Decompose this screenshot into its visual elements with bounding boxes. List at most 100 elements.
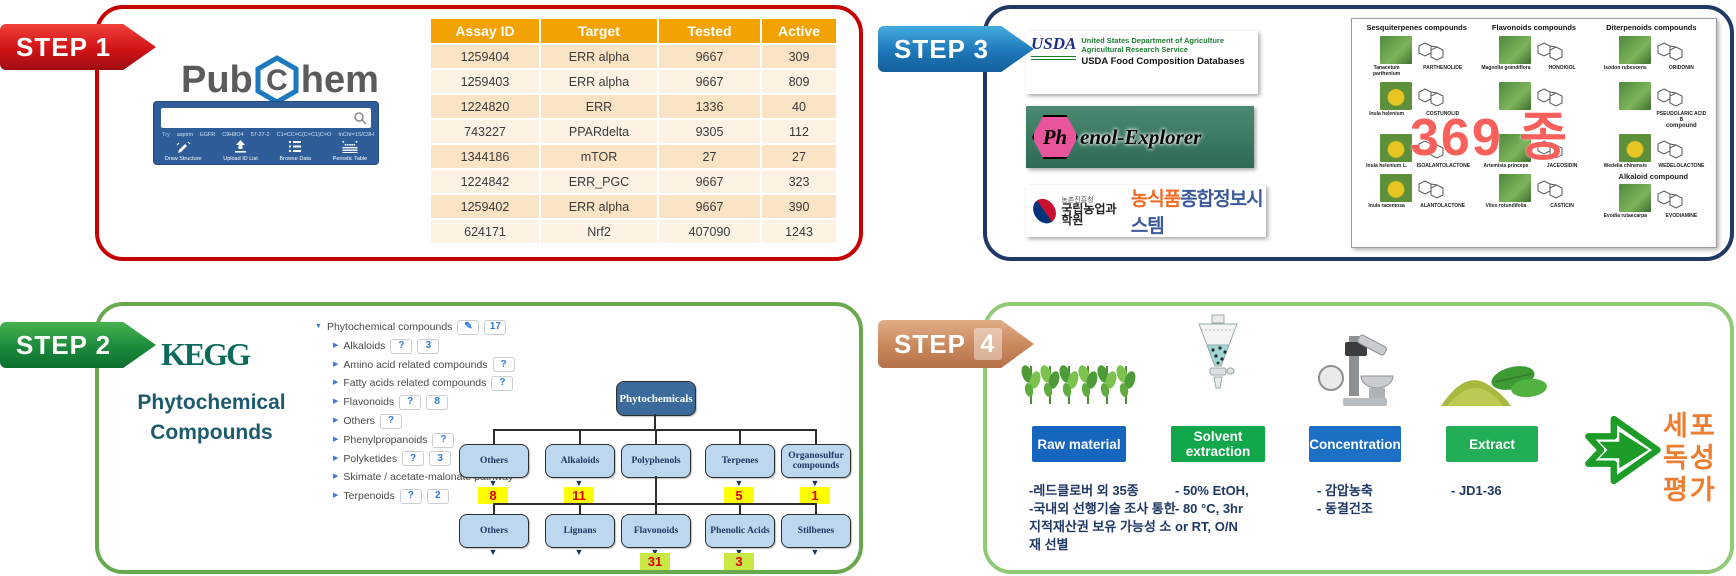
connector-line: [815, 503, 817, 514]
usda-database-title: USDA Food Composition Databases: [1081, 56, 1245, 67]
agrifood-name-orange: 농식품: [1130, 189, 1181, 210]
chevron-right-icon[interactable]: ▶: [333, 416, 339, 424]
chevron-right-icon[interactable]: ▶: [333, 341, 339, 349]
plant-name: Isodon rubescens: [1603, 65, 1647, 71]
tree-item-skimate-acetate-malonate-pathway[interactable]: ▶Skimate / acetate-malonate pathway: [315, 468, 515, 487]
plant-name: Artemisia princeps: [1483, 163, 1529, 169]
stage-label-raw-material: Raw material: [1032, 426, 1126, 462]
assay-cell: ERR alpha: [541, 45, 657, 68]
help-badge[interactable]: ?: [379, 413, 402, 429]
tree-item-polyketides[interactable]: ▶Polyketides?3: [315, 450, 515, 469]
help-badge[interactable]: ?: [402, 451, 425, 467]
down-arrow-icon: ▼: [650, 547, 660, 557]
chart-node: Phytochemicals: [616, 381, 696, 416]
connector-line: [739, 503, 741, 514]
tree-item-amino-acid-related-compounds[interactable]: ▶Amino acid related compounds?: [315, 356, 515, 375]
chevron-right-icon[interactable]: ▶: [333, 435, 339, 443]
assay-cell: 809: [762, 70, 836, 93]
help-badge[interactable]: ?: [432, 432, 455, 448]
connector-line: [739, 429, 741, 444]
plant-name: Tanacetum parthenium: [1372, 65, 1401, 77]
usda-service-line: Agricultural Research Service: [1081, 45, 1189, 54]
phenol-explorer-name: enol-Explorer: [1080, 124, 1202, 149]
assay-cell: ERR alpha: [541, 70, 657, 93]
chevron-right-icon[interactable]: ▶: [333, 473, 339, 481]
compound-name: ISOALANTOLACTONE: [1416, 163, 1471, 169]
step2-badge: STEP 2: [0, 322, 156, 368]
chart-count-badge: 1: [800, 487, 830, 504]
chart-node: Lignans: [545, 514, 615, 548]
chevron-right-icon[interactable]: ▶: [333, 454, 339, 462]
search-suggestion[interactable]: aspirin: [176, 132, 193, 138]
separatory-funnel-icon: [1183, 314, 1253, 403]
stage-notes: - 50% EtOH, - 80 °C, 3hr or RT, O/N: [1175, 483, 1249, 534]
search-suggestion[interactable]: EGFR: [199, 132, 216, 138]
draw-structure-icon: [176, 140, 191, 155]
upload-id-list-icon: [233, 140, 248, 155]
plant-name: [1599, 111, 1651, 129]
tree-item-fatty-acids-related-compounds[interactable]: ▶Fatty acids related compounds?: [315, 374, 515, 393]
chevron-right-icon[interactable]: ▶: [333, 379, 339, 387]
stage-label-extract: Extract: [1446, 426, 1538, 462]
tree-item-flavonoids[interactable]: ▶Flavonoids?8: [315, 393, 515, 412]
compound-name: PARTHENOLIDE: [1423, 65, 1463, 71]
count-badge[interactable]: 3: [429, 451, 452, 467]
tree-root-count-badge[interactable]: 17: [484, 319, 507, 335]
toolbar-browse-data-button[interactable]: Browse Data: [279, 140, 311, 162]
assay-cell: 9667: [659, 45, 760, 68]
chevron-right-icon[interactable]: ▶: [333, 492, 339, 500]
tree-item-alkaloids[interactable]: ▶Alkaloids?3: [315, 337, 515, 356]
search-suggestion[interactable]: C9H8O4: [222, 132, 244, 138]
toolbar-upload-id-list-button[interactable]: Upload ID List: [223, 140, 258, 162]
chevron-right-icon[interactable]: ▶: [333, 360, 339, 368]
assay-cell: 40: [762, 95, 836, 118]
tree-item-terpenoids[interactable]: ▶Terpenoids?2: [315, 487, 515, 506]
alkaloid-compound-header: Alkaloid compound: [1618, 172, 1689, 181]
plant-photo: [1380, 174, 1413, 202]
step3-panel: USDA United States Department of Agricul…: [983, 5, 1734, 261]
count-badge[interactable]: 2: [426, 489, 449, 505]
edit-icon[interactable]: ✎: [457, 319, 480, 335]
search-input[interactable]: [161, 108, 371, 128]
chevron-down-icon[interactable]: ▼: [315, 323, 322, 330]
plant-photo: [1618, 36, 1651, 64]
plant-name: Inula racemosa: [1368, 203, 1405, 209]
stage-notes: - JD1-36: [1451, 483, 1502, 498]
tree-item-phenylpropanoids[interactable]: ▶Phenylpropanoids?: [315, 431, 515, 450]
toolbar-periodic-table-button[interactable]: Periodic Table: [333, 140, 367, 162]
tree-item-others[interactable]: ▶Others?: [315, 412, 515, 431]
search-suggestion[interactable]: InChI=1S/C9H8O2/c1-3(2)...: [338, 132, 374, 138]
help-badge[interactable]: ?: [492, 357, 515, 373]
chemical-structure-icon: [1654, 186, 1688, 212]
periodic-table-icon: [342, 140, 358, 155]
search-icon[interactable]: [353, 111, 367, 125]
chevron-right-icon[interactable]: ▶: [333, 398, 339, 406]
step4-number: 4: [973, 328, 1002, 360]
search-suggestion[interactable]: C1=CC=C(C=C1)C=O: [276, 132, 332, 138]
count-badge[interactable]: 3: [417, 338, 440, 354]
count-badge[interactable]: 8: [426, 395, 449, 411]
search-suggestion[interactable]: 57-27-2: [250, 132, 270, 138]
chemical-structure-icon: [1415, 38, 1449, 64]
compound-name: ALANTOLACTONE: [1420, 203, 1466, 209]
help-badge[interactable]: ?: [399, 489, 422, 505]
toolbar-draw-structure-button[interactable]: Draw Structure: [165, 140, 202, 162]
chart-node: Stilbenes: [781, 514, 851, 548]
tree-root-item[interactable]: ▼Phytochemical compounds✎17: [315, 318, 515, 337]
chemical-structure-icon: [1534, 38, 1568, 64]
agrifood-name-blue: 종합정보시스템: [1130, 189, 1264, 237]
help-badge[interactable]: ?: [399, 395, 422, 411]
plant-name: Wedelia chinensis: [1603, 163, 1647, 169]
help-badge[interactable]: ?: [491, 376, 514, 392]
help-badge[interactable]: ?: [390, 338, 413, 354]
assay-cell: 1336: [659, 95, 760, 118]
plant-photo: [1499, 82, 1532, 110]
assay-cell: 1243: [762, 220, 836, 243]
chemical-structure-icon: [1415, 136, 1449, 162]
catalog-item: Inula helenium L.ISOALANTOLACTONE: [1358, 132, 1471, 169]
